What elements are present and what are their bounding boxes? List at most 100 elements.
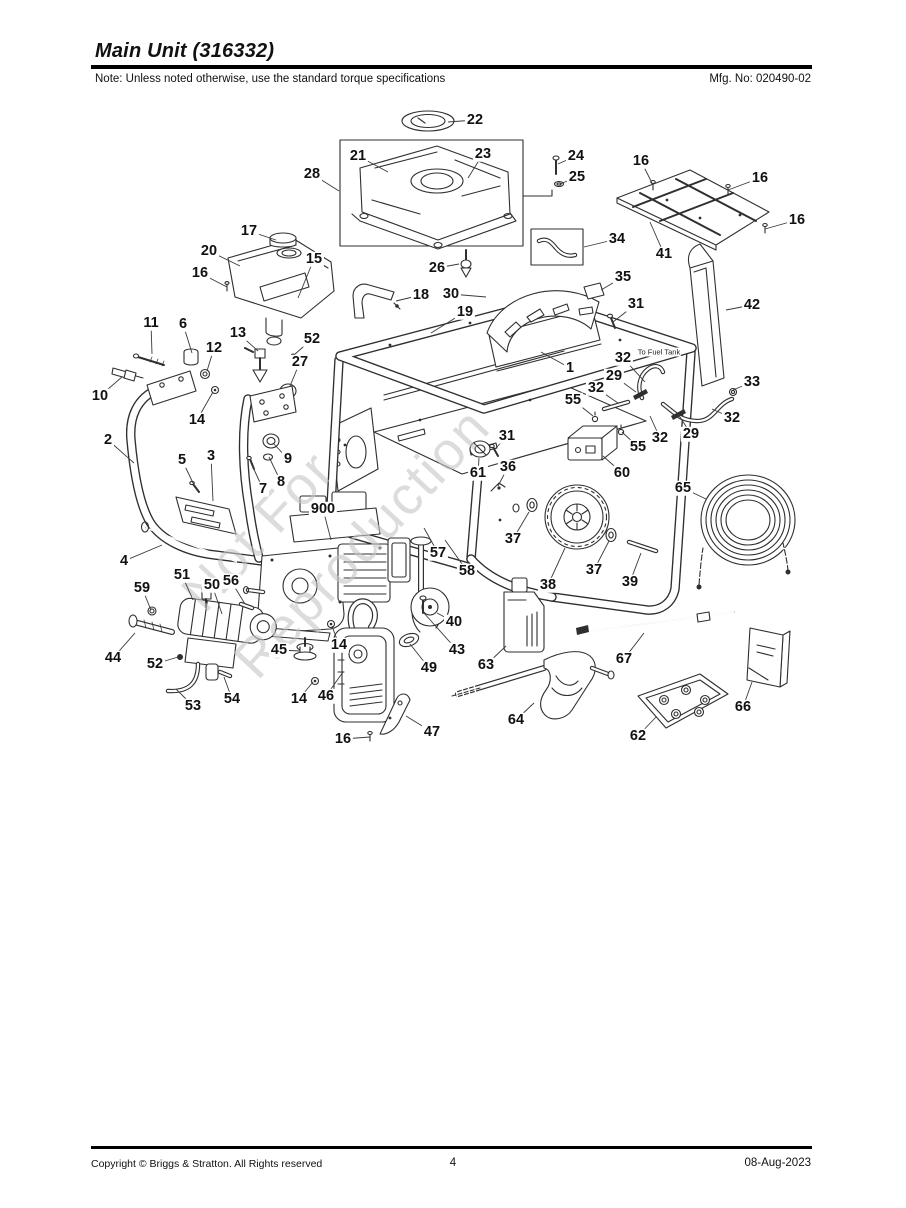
callout-32: 32	[721, 409, 743, 426]
callout-16: 16	[630, 152, 652, 169]
callout-6: 6	[176, 315, 190, 332]
callout-55: 55	[562, 391, 584, 408]
callout-52: 52	[144, 655, 166, 672]
callout-31: 31	[625, 295, 647, 312]
torque-note: Note: Unless noted otherwise, use the st…	[95, 73, 446, 85]
callout-32: 32	[612, 349, 634, 366]
callout-61: 61	[467, 464, 489, 481]
callout-33: 33	[741, 373, 763, 390]
side-panel	[583, 243, 725, 387]
callout-67: 67	[613, 650, 635, 667]
callout-46: 46	[315, 687, 337, 704]
callout-10: 10	[89, 387, 111, 404]
callout-38: 38	[537, 576, 559, 593]
footer-date: 08-Aug-2023	[744, 1157, 812, 1169]
callout-37: 37	[502, 530, 524, 547]
callout-23: 23	[472, 145, 494, 162]
page-title: Main Unit (316332)	[95, 40, 275, 62]
callout-13: 13	[227, 324, 249, 341]
callout-11: 11	[141, 314, 161, 331]
callout-47: 47	[421, 723, 443, 740]
vibration-mount	[293, 619, 336, 686]
pump-assembly	[128, 585, 277, 694]
callout-65: 65	[672, 479, 694, 496]
callout-25: 25	[566, 168, 588, 185]
callout-14: 14	[186, 411, 208, 428]
footer-rule	[91, 1146, 812, 1149]
callout-63: 63	[475, 656, 497, 673]
callout-9: 9	[281, 450, 295, 467]
callout-16: 16	[749, 169, 771, 186]
callout-40: 40	[443, 613, 465, 630]
callout-27: 27	[289, 353, 311, 370]
callout-17: 17	[238, 222, 260, 239]
callout-36: 36	[497, 458, 519, 475]
callout-22: 22	[464, 111, 486, 128]
header-rule	[91, 65, 812, 69]
callout-54: 54	[221, 690, 243, 707]
callout-44: 44	[102, 649, 124, 666]
callout-51: 51	[171, 566, 193, 583]
callout-29: 29	[680, 425, 702, 442]
callout-8: 8	[274, 473, 288, 490]
watermark-line1: Not For	[169, 439, 347, 623]
base-panel	[616, 169, 770, 251]
callout-24: 24	[565, 147, 587, 164]
wheel-assembly	[526, 484, 659, 554]
callout-20: 20	[198, 242, 220, 259]
callout-59: 59	[131, 579, 153, 596]
callout-58: 58	[456, 562, 478, 579]
callout-41: 41	[653, 245, 675, 262]
support-bracket	[352, 283, 401, 319]
callout-60: 60	[611, 464, 633, 481]
callout-57: 57	[427, 544, 449, 561]
footer-copyright: Copyright © Briggs & Stratton. All Right…	[91, 1158, 323, 1170]
inline-label: To Fuel Tank	[636, 347, 682, 357]
callout-49: 49	[418, 659, 440, 676]
callout-55: 55	[627, 438, 649, 455]
callout-35: 35	[612, 268, 634, 285]
callout-2: 2	[101, 431, 115, 448]
belt-guard	[486, 290, 602, 372]
fuel-tank-boxed	[339, 110, 584, 278]
owners-manual	[746, 627, 791, 688]
callout-32: 32	[649, 429, 671, 446]
callout-39: 39	[619, 573, 641, 590]
callout-900: 900	[308, 500, 338, 517]
callout-12: 12	[203, 339, 225, 356]
callout-14: 14	[328, 636, 350, 653]
callout-30: 30	[440, 285, 462, 302]
callout-34: 34	[606, 230, 628, 247]
pressure-hose-coil	[695, 474, 796, 590]
callout-62: 62	[627, 727, 649, 744]
callout-52: 52	[301, 330, 323, 347]
callout-42: 42	[741, 296, 763, 313]
nozzle-kit	[637, 673, 729, 729]
muffler-cover	[333, 595, 427, 742]
callout-19: 19	[454, 303, 476, 320]
callout-5: 5	[175, 451, 189, 468]
callout-43: 43	[446, 641, 468, 658]
callout-37: 37	[583, 561, 605, 578]
callout-28: 28	[301, 165, 323, 182]
callout-16: 16	[189, 264, 211, 281]
callout-1: 1	[563, 359, 577, 376]
callout-26: 26	[426, 259, 448, 276]
callout-32: 32	[585, 379, 607, 396]
callout-56: 56	[220, 572, 242, 589]
callout-31: 31	[496, 427, 518, 444]
callout-4: 4	[117, 552, 131, 569]
callout-21: 21	[347, 147, 369, 164]
callout-18: 18	[410, 286, 432, 303]
callout-3: 3	[204, 447, 218, 464]
callout-66: 66	[732, 698, 754, 715]
footer-page-number: 4	[449, 1157, 457, 1169]
callout-64: 64	[505, 711, 527, 728]
callout-16: 16	[786, 211, 808, 228]
mfg-number: Mfg. No: 020490-02	[709, 73, 811, 85]
callout-16: 16	[332, 730, 354, 747]
callout-15: 15	[303, 250, 325, 267]
